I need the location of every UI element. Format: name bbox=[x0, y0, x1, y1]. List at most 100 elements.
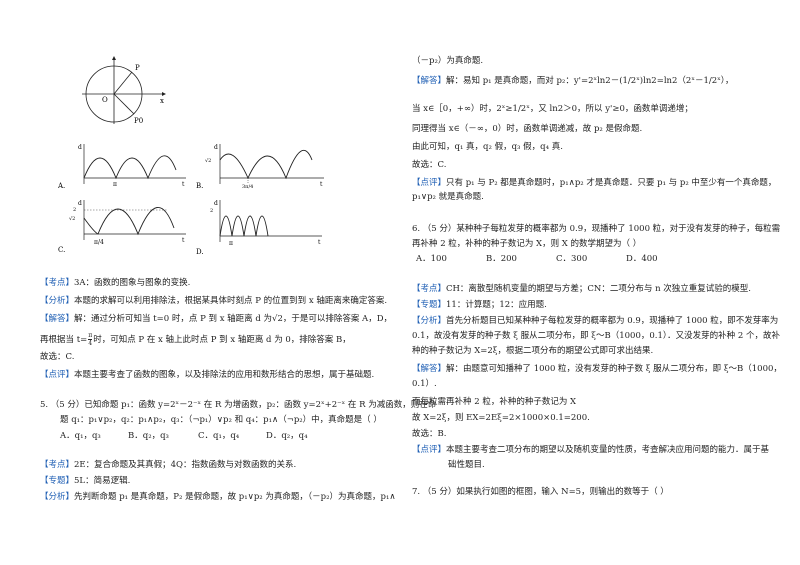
r-line-4: 同理得当 x∈（－∞，0）时，函数单调递减，故 p₂ 是假命题. bbox=[412, 124, 643, 134]
q5-option-B: B．q₂，q₃ bbox=[128, 431, 169, 441]
q6-fenxi-2: 0.1，故没有发芽的种子数 ξ 服从二项分布，即 ξ～B（1000，0.1）．又… bbox=[412, 331, 780, 341]
q6-jieda-3: 而每粒需再补种 2 粒，补种的种子数记为 X bbox=[412, 397, 577, 407]
graph-D: D. d 2 t π bbox=[196, 200, 322, 256]
frac-num: π bbox=[88, 332, 93, 340]
r-line-8: p₁∨p₂ 就是真命题. bbox=[412, 192, 484, 202]
q4-dianping: 【点评】本题主要考查了函数的图象，以及排除法的应用和数形结合的思想，属于基础题. bbox=[40, 370, 374, 381]
graph-C-letter: C. bbox=[58, 246, 65, 254]
q6-fenxi-tag: 【分析】 bbox=[412, 316, 447, 326]
q6-fenxi: 【分析】首先分析题目已知某种种子每粒发芽的概率都为 0.9，现播种了 1000 … bbox=[412, 316, 778, 327]
graph-A: A. d t π bbox=[58, 144, 186, 190]
graph-C-two: 2 bbox=[73, 207, 76, 213]
q5-fenxi: 【分析】先判断命题 p₁ 是真命题，P₂ 是假命题，故 p₁∨p₂ 为真命题，（… bbox=[40, 492, 396, 503]
q4-jieda: 【解答】解：通过分析可知当 t=0 时，点 P 到 x 轴距离 d 为√2，于是… bbox=[40, 314, 392, 325]
q6-kaodian: 【考点】CH：离散型随机变量的期望与方差；CN：二项分布与 n 次独立重复试验的… bbox=[412, 284, 751, 295]
q6-jieda-5: 故选：B. bbox=[412, 429, 447, 439]
unit-circle-figure: P O x P0 bbox=[82, 56, 166, 125]
q5-zhuanti-text: 5L：简易逻辑. bbox=[74, 476, 131, 486]
jieda-text-2b: 时，可知点 P 在 x 轴上此时点 P 到 x 轴距离 d 为 0，排除答案 B… bbox=[93, 335, 351, 345]
graph-C-d: d bbox=[78, 200, 82, 207]
q6-kaodian-text: CH：离散型随机变量的期望与方差；CN：二项分布与 n 次独立重复试验的模型. bbox=[446, 284, 751, 294]
dianping-tag: 【点评】 bbox=[40, 370, 75, 380]
q5-option-C: C．q₁，q₄ bbox=[198, 431, 240, 441]
q6-zhuanti: 【专题】11：计算题；12：应用题. bbox=[412, 300, 547, 311]
r-line-2: 解：易知 p₁ 是真命题，而对 p₂：y'=2ˣln2－(1/2ˣ)ln2=ln… bbox=[446, 76, 734, 86]
q4-kaodian: 【考点】3A：函数的图象与图象的变换. bbox=[40, 278, 190, 289]
q6-zhuanti-text: 11：计算题；12：应用题. bbox=[446, 300, 547, 310]
q5-line2: 题 q₁：p₁∨p₂，q₂：p₁∧p₂，q₃：（¬p₁）∨p₂ 和 q₄：p₁∧… bbox=[60, 415, 382, 425]
right-column: （－p₂）为真命题. 【解答】解：易知 p₁ 是真命题，而对 p₂：y'=2ˣl… bbox=[412, 0, 782, 565]
r-line-6: 故选：C. bbox=[412, 160, 447, 170]
r-jieda: 【解答】解：易知 p₁ 是真命题，而对 p₂：y'=2ˣln2－(1/2ˣ)ln… bbox=[412, 76, 733, 87]
q6-dianping: 【点评】本题主要考查二项分布的期望以及随机变量的性质，考查解决应用问题的能力．属… bbox=[412, 445, 769, 456]
r-line-7: 只有 p₁ 与 P₂ 都是真命题时，p₁∧p₂ 才是真命题．只要 p₁ 与 p₂… bbox=[446, 178, 777, 188]
r-line-5: 由此可知，q₁ 真，q₂ 假，q₃ 假，q₄ 真. bbox=[412, 142, 563, 152]
q4-answer: 故选：C. bbox=[40, 352, 75, 362]
q5-fenxi-text: 先判断命题 p₁ 是真命题，P₂ 是假命题，故 p₁∨p₂ 为真命题，（－p₂）… bbox=[74, 492, 396, 502]
q5-option-D: D．q₂，q₄ bbox=[266, 431, 308, 441]
label-O: O bbox=[102, 96, 108, 104]
q6-option-C: C．300 bbox=[556, 254, 588, 264]
q5-kaodian-tag: 【考点】 bbox=[40, 460, 75, 470]
q4-fenxi: 【分析】本题的求解可以利用排除法，根据某具体时刻点 P 的位置到到 x 轴距离来… bbox=[40, 296, 387, 307]
graph-C-sqrt: √2 bbox=[69, 216, 75, 222]
left-column: P O x P0 A. d t π B. d √2 t 3π/4 C. d 2 … bbox=[40, 0, 436, 565]
graph-C-tick: π/4 bbox=[94, 239, 104, 246]
graph-B: B. d √2 t 3π/4 bbox=[196, 144, 324, 190]
graph-B-tick: 3π/4 bbox=[242, 184, 253, 190]
graph-A-letter: A. bbox=[58, 182, 65, 190]
fenxi-text: 本题的求解可以利用排除法，根据某具体时刻点 P 的位置到到 x 轴距离来确定答案… bbox=[74, 296, 388, 306]
jieda-tag: 【解答】 bbox=[40, 314, 75, 324]
graph-A-t: t bbox=[182, 181, 185, 188]
fenxi-tag: 【分析】 bbox=[40, 296, 75, 306]
q6-jieda-tag: 【解答】 bbox=[412, 364, 447, 374]
graph-A-tick: π bbox=[113, 181, 117, 188]
q6-jieda-1: 解：由题意可知播种了 1000 粒，没有发芽的种子数 ξ 服从二项分布，即 ξ～… bbox=[446, 364, 782, 374]
q6-dianping-2: 础性题目. bbox=[448, 460, 485, 470]
q5-fenxi-tag: 【分析】 bbox=[40, 492, 75, 502]
r-jieda-tag: 【解答】 bbox=[412, 76, 447, 86]
graph-D-letter: D. bbox=[196, 248, 204, 256]
q6-jieda-2: 0.1）. bbox=[412, 379, 437, 389]
q6-dianping-1: 本题主要考查二项分布的期望以及随机变量的性质，考查解决应用问题的能力．属于基 bbox=[446, 445, 770, 455]
q6-fenxi-1: 首先分析题目已知某种种子每粒发芽的概率都为 0.9，现播种了 1000 粒，即不… bbox=[446, 316, 779, 326]
q5-zhuanti: 【专题】5L：简易逻辑. bbox=[40, 476, 130, 487]
r-line-3: 当 x∈［0，+∞）时，2ˣ≥1/2ˣ，又 ln2＞0，所以 y'≥0，函数单调… bbox=[412, 104, 693, 114]
jieda-text-2a: 再根据当 t= bbox=[40, 335, 88, 345]
q7-line: 7. （5 分）如果执行如图的框图，输入 N=5，则输出的数等于（ ） bbox=[412, 487, 669, 497]
q6-dianping-tag: 【点评】 bbox=[412, 445, 447, 455]
graph-D-d: d bbox=[214, 200, 218, 207]
dianping-text: 本题主要考查了函数的图象，以及排除法的应用和数形结合的思想，属于基础题. bbox=[74, 370, 375, 380]
label-x: x bbox=[160, 97, 164, 105]
kaodian-text: 3A：函数的图象与图象的变换. bbox=[74, 278, 191, 288]
q6-jieda: 【解答】解：由题意可知播种了 1000 粒，没有发芽的种子数 ξ 服从二项分布，… bbox=[412, 364, 782, 375]
q6-fenxi-3: 种的种子数记为 X=2ξ，根据二项分布的期望公式即可求出结果. bbox=[412, 346, 654, 356]
r-dianping: 【点评】只有 p₁ 与 P₂ 都是真命题时，p₁∧p₂ 才是真命题．只要 p₁ … bbox=[412, 178, 776, 189]
jieda-text-1: 解：通过分析可知当 t=0 时，点 P 到 x 轴距离 d 为√2，于是可以排除… bbox=[74, 314, 393, 324]
q6-line1: 6. （5 分）某种种子每粒发芽的概率都为 0.9，现播种了 1000 粒，对于… bbox=[412, 224, 781, 234]
graph-B-sqrt: √2 bbox=[205, 158, 211, 164]
r-dianping-tag: 【点评】 bbox=[412, 178, 447, 188]
q5-option-A: A．q₁，q₃ bbox=[60, 431, 101, 441]
graph-B-d: d bbox=[214, 144, 218, 151]
q6-zhuanti-tag: 【专题】 bbox=[412, 300, 447, 310]
graph-C-t: t bbox=[182, 237, 185, 244]
r-line-1: （－p₂）为真命题. bbox=[412, 56, 484, 66]
graph-D-two: 2 bbox=[210, 208, 213, 214]
graph-B-t: t bbox=[320, 181, 323, 188]
graph-A-d: d bbox=[78, 144, 82, 151]
graph-B-letter: B. bbox=[196, 182, 203, 190]
q6-jieda-4: 故 X=2ξ，则 EX=2Eξ=2×1000×0.1=200. bbox=[412, 413, 590, 423]
q6-option-A: A．100 bbox=[416, 254, 447, 264]
kaodian-tag: 【考点】 bbox=[40, 278, 75, 288]
q5-zhuanti-tag: 【专题】 bbox=[40, 476, 75, 486]
label-P: P bbox=[135, 64, 140, 72]
q5-kaodian: 【考点】2E：复合命题及其真假；4Q：指数函数与对数函数的关系. bbox=[40, 460, 296, 471]
graph-D-tick: π bbox=[229, 240, 233, 247]
graph-C: C. d 2 √2 t π/4 bbox=[58, 200, 186, 254]
label-P0: P0 bbox=[134, 117, 143, 125]
q6-line2: 再补种 2 粒，补种的种子数记为 X，则 X 的数学期望为（ ） bbox=[412, 239, 642, 249]
q6-kaodian-tag: 【考点】 bbox=[412, 284, 447, 294]
q6-option-D: D．400 bbox=[626, 254, 658, 264]
